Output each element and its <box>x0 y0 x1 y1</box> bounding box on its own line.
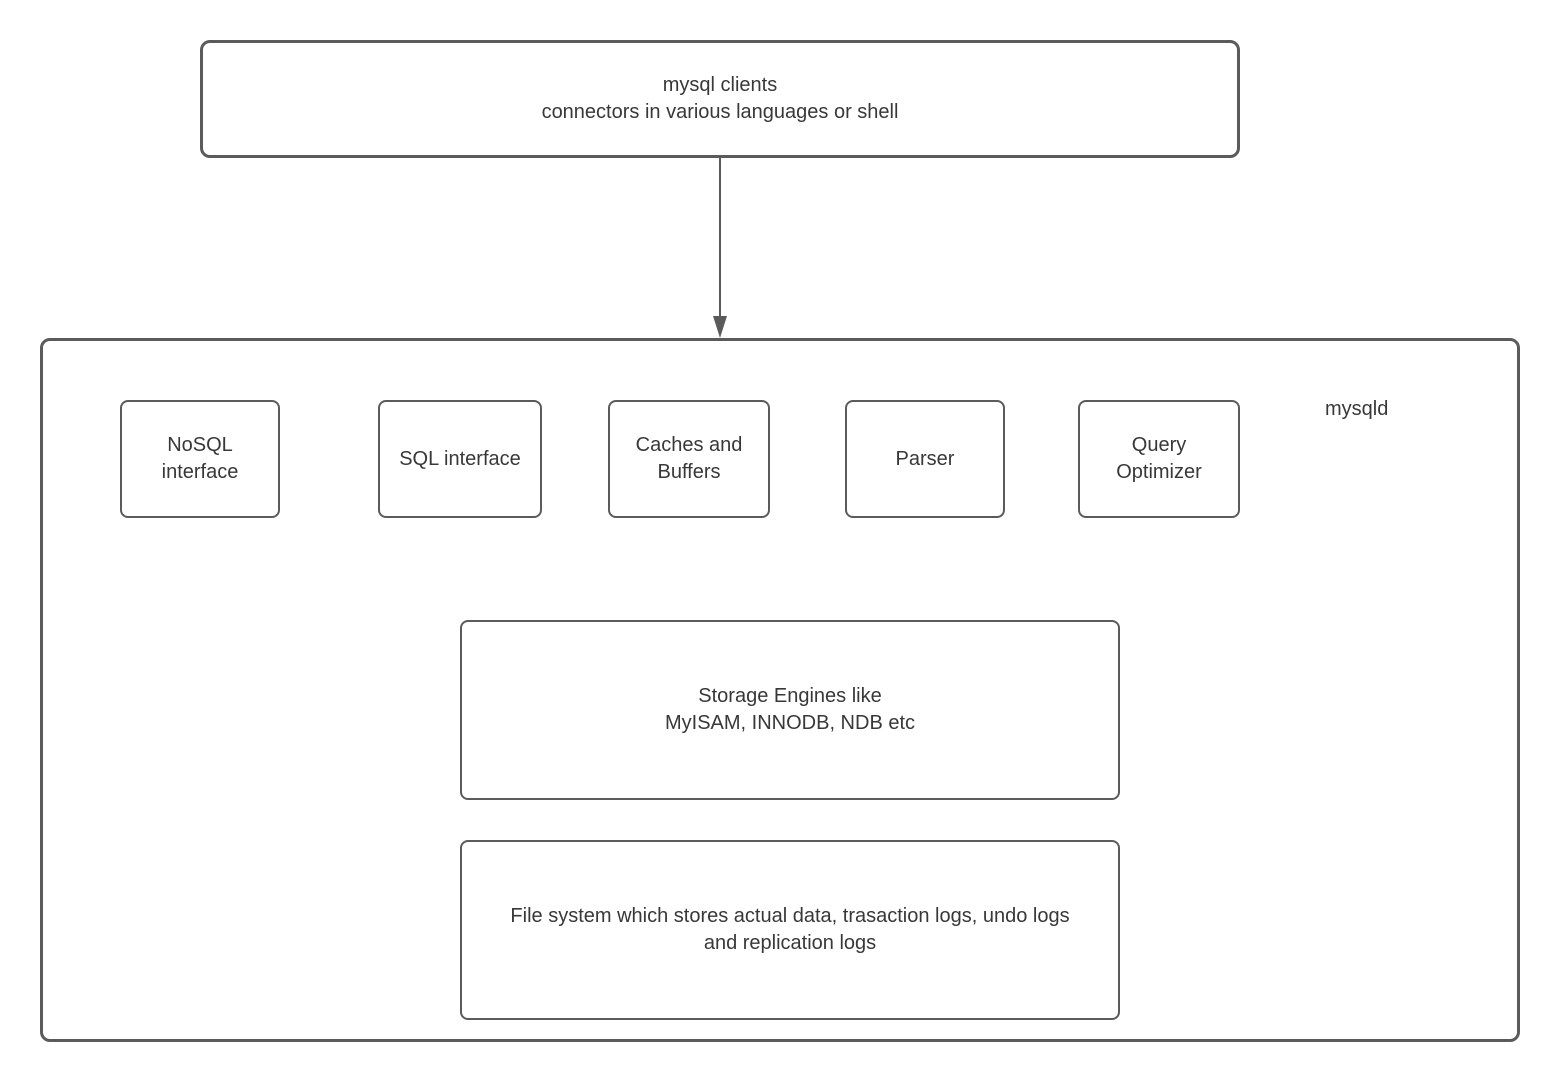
query-optimizer-box: Query Optimizer <box>1078 400 1240 518</box>
caches-and-buffers-line-1: Caches and <box>635 434 743 456</box>
sql-interface-box: SQL interface <box>378 400 542 518</box>
mysqld-label: mysqld <box>1325 398 1389 420</box>
nosql-interface-box: NoSQL interface <box>120 400 280 518</box>
down-arrow-icon <box>713 158 727 338</box>
file-system-line-1: File system which stores actual data, tr… <box>510 905 1070 927</box>
parser-box: Parser <box>845 400 1005 518</box>
caches-and-buffers-box: Caches and Buffers <box>608 400 770 518</box>
query-optimizer-line-2: Optimizer <box>1116 461 1202 483</box>
storage-engines-line-2: MyISAM, INNODB, NDB etc <box>664 712 916 734</box>
mysql-clients-box: mysql clients connectors in various lang… <box>200 40 1240 158</box>
nosql-interface-line-2: interface <box>161 461 239 483</box>
storage-engines-box: Storage Engines like MyISAM, INNODB, NDB… <box>460 620 1120 800</box>
parser-line-1: Parser <box>895 447 955 470</box>
sql-interface-line-1: SQL interface <box>399 447 521 470</box>
storage-engines-line-1: Storage Engines like <box>698 685 882 707</box>
mysql-clients-line-2: connectors in various languages or shell <box>541 101 899 123</box>
mysql-clients-line-1: mysql clients <box>662 74 778 96</box>
file-system-line-2: and replication logs <box>703 932 877 954</box>
caches-and-buffers-line-2: Buffers <box>657 461 721 483</box>
query-optimizer-line-1: Query <box>1131 434 1187 456</box>
nosql-interface-line-1: NoSQL <box>167 434 233 456</box>
file-system-box: File system which stores actual data, tr… <box>460 840 1120 1020</box>
